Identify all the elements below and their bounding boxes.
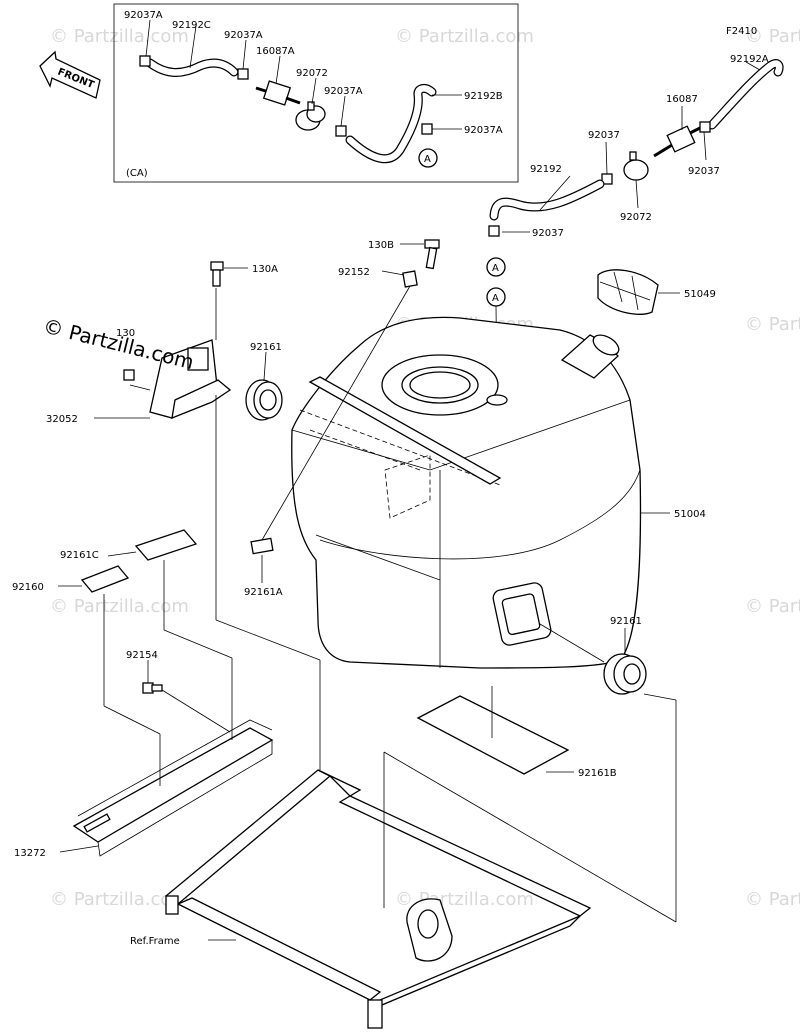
callout-13272: 13272 [14,848,46,859]
callout-92037: 92037 [588,130,620,141]
grommet-92161: 92161 [539,616,677,922]
callout-92192b: 92192B [464,91,503,102]
bolt-92154: 92154 [126,650,231,733]
callout-92192a: 92192A [730,54,769,65]
callout-92037: 92037 [688,166,720,177]
cap-51049: 51049 [597,269,716,315]
callout-92037a: 92037A [324,86,363,97]
ref-circle-label: A [492,263,499,274]
watermark: © Partzilla.com [395,26,534,47]
callout-92152: 92152 [338,267,370,278]
callout-92072: 92072 [296,68,328,79]
partzilla-watermark: © Partzilla.com [41,314,197,375]
clamp-92037a [139,55,151,67]
callout-16087: 16087 [666,94,698,105]
callout-92037a: 92037A [124,10,163,21]
clamp-92037a [335,125,347,137]
callout-130: 130 [116,328,135,339]
inset-frame [113,3,519,183]
breather-hose-assembly: A A 92192A 16087 92037 92037 92192 92072… [486,54,784,396]
pad-92161a: 92161A [244,537,283,598]
front-direction-arrow: FRONT [39,50,101,99]
callout-92072: 92072 [620,212,652,223]
callout-ref-frame: Ref.Frame [130,936,180,947]
callout-92161: 92161 [610,616,642,627]
fuel-tank-51004: 51004 [291,316,706,669]
watermark: © Partzilla.com [50,889,189,910]
callout-16087a: 16087A [256,46,295,57]
callout-130a: 130A [252,264,278,275]
clamp-92037 [488,225,500,237]
callout-92161a: 92161A [244,587,283,598]
holder-92072 [295,101,326,131]
pad-92160: 92160 [12,565,130,706]
callout-51049: 51049 [684,289,716,300]
callout-92160: 92160 [12,582,44,593]
callout-92161b: 92161B [578,768,617,779]
ref-frame: Ref.Frame [130,619,677,1029]
ref-circle-a [418,148,438,168]
strap-92152: 92152 [261,267,502,541]
bracket-32052: 130A 130 32052 [46,261,278,620]
watermark: © Partzilla.com [745,596,800,617]
watermark: © Partzilla.com [50,596,189,617]
callout-130b: 130B [368,240,394,251]
watermark: © Partzilla.com [745,889,800,910]
callout-92192c: 92192C [172,20,211,31]
pad-92161b: 92161B [416,686,617,779]
callout-92161: 92161 [250,342,282,353]
pad-92161c: 92161C [60,529,198,630]
ref-circle-label: A [492,293,499,304]
callout-32052: 32052 [46,414,78,425]
bracket-13272: 13272 [14,629,274,859]
clamp-92037 [699,121,711,133]
holder-92072 [623,151,649,181]
clamp-92037a [421,123,433,135]
callout-92192: 92192 [530,164,562,175]
callout-92161c: 92161C [60,550,99,561]
watermark: © Partzilla.com [745,26,800,47]
callout-92037a: 92037A [464,125,503,136]
ref-circle-a [486,257,506,277]
watermark: © Partzilla.com [745,314,800,335]
inset-tag: (CA) [126,168,148,179]
bolt-130 [123,369,135,381]
diagram-code: F2410 [726,26,757,37]
watermark: © Partzilla.com [50,26,189,47]
bolt-130a [210,261,224,271]
filter-16087 [653,125,701,158]
callout-51004: 51004 [674,509,706,520]
filter-16087a [255,80,301,106]
callout-92037a: 92037A [224,30,263,41]
ca-inset: (CA) A 92037A [113,3,519,183]
callout-92154: 92154 [126,650,158,661]
grommet-92161: 92161 [245,342,283,421]
ref-circle-label: A [424,154,431,165]
clamp-92037a [237,68,249,80]
callout-92037: 92037 [532,228,564,239]
bolt-130b: 130B [368,239,440,270]
